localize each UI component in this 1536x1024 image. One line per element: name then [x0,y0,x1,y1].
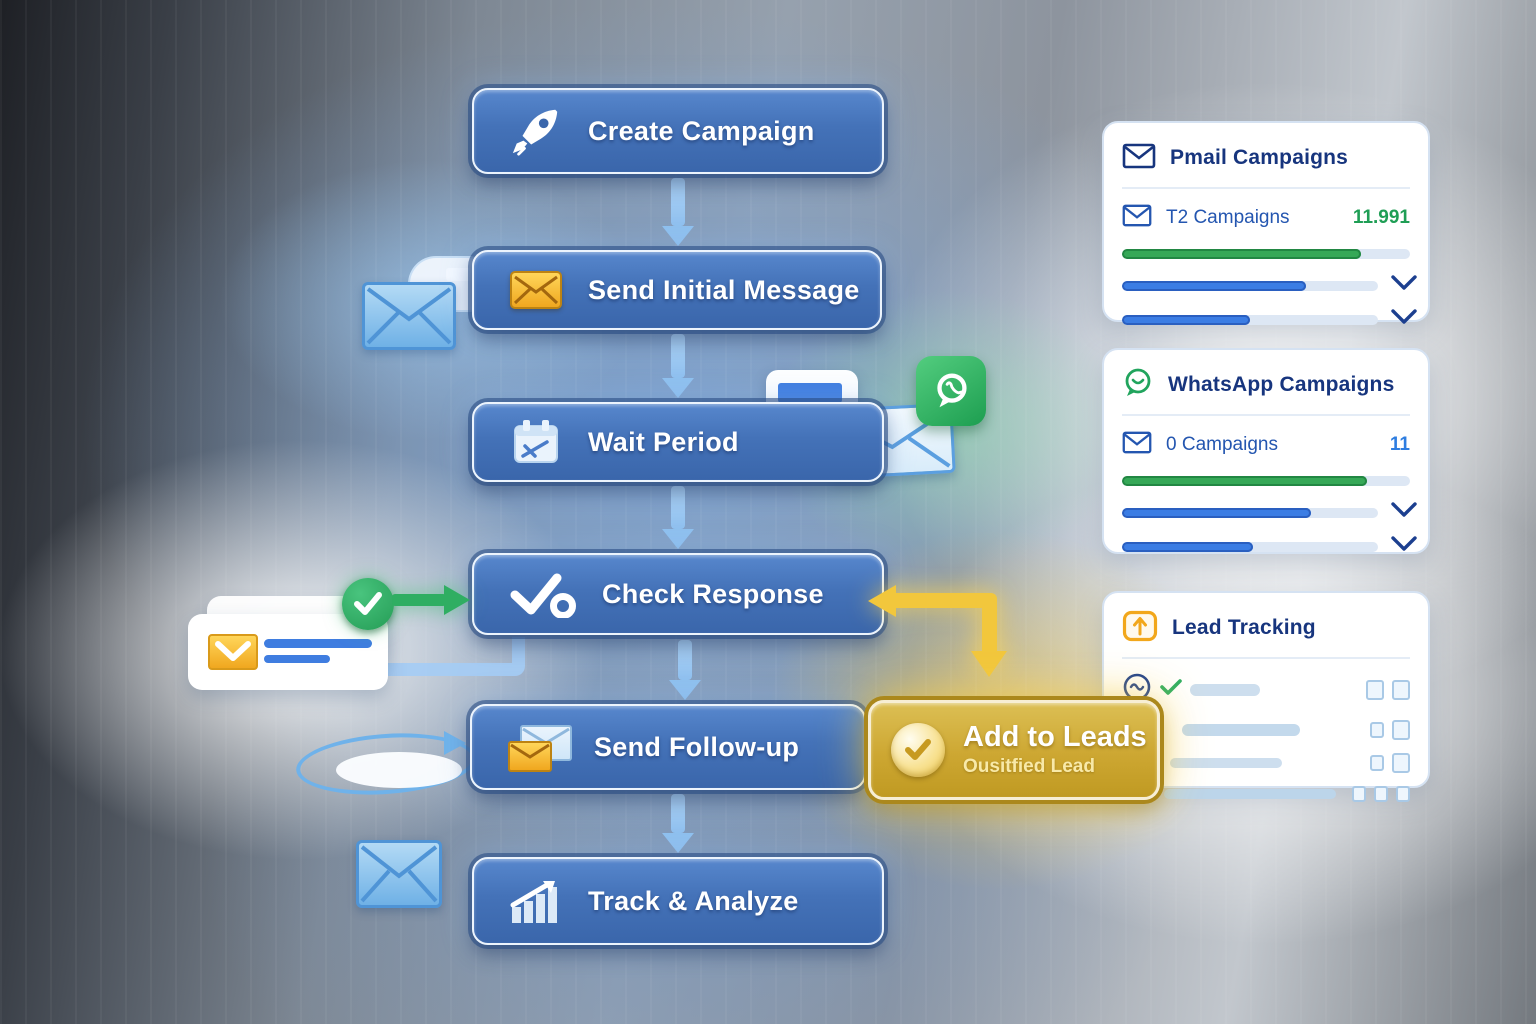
flow-connector-arrow [662,178,694,246]
checkbox-icon[interactable] [1366,679,1384,700]
flow-connector-arrow [662,486,694,549]
divider [1122,187,1410,189]
progress-row [1122,535,1417,558]
checkbox-icon[interactable] [1374,786,1388,802]
progress-bar [1122,314,1378,325]
envelope-outline-icon [1122,431,1152,459]
panel-title: Lead Tracking [1172,616,1316,639]
panel-title: Pmail Campaigns [1170,146,1349,169]
stat-value: 11.991 [1352,207,1410,228]
response-branch-connector [386,637,525,676]
flow-node-label: Send Follow-up [594,731,800,762]
rocket-icon [508,104,564,158]
chevron-down-icon[interactable] [1390,501,1418,524]
text-line [264,639,372,648]
envelope-icon [356,840,442,908]
progress-row [1122,308,1417,331]
skeleton-line [1164,789,1336,799]
stat-label: 0 Campaigns [1166,434,1278,455]
green-check-icon [1160,678,1182,701]
campaign-stat-row: 0 Campaigns 11 [1122,428,1410,462]
flow-node-label: Check Response [602,578,824,609]
skeleton-line [1190,683,1260,696]
divider [1122,414,1410,416]
checkbox-icon[interactable] [1392,753,1410,773]
checkbox-icon[interactable] [1392,679,1410,700]
lead-row [1122,786,1410,802]
response-received-arrow [392,585,476,615]
envelope-icon [362,282,456,350]
gold-check-badge-icon [891,723,945,777]
chevron-down-icon[interactable] [1390,308,1418,331]
yellow-envelope-icon [508,271,564,309]
flow-connector-arrow [662,794,694,853]
envelope-outline-icon [1122,143,1156,174]
flow-node-label: Wait Period [588,426,739,457]
loop-arrowhead [444,731,466,755]
followup-envelope-icon [506,725,572,772]
flow-connector-arrow [662,334,694,398]
whatsapp-campaigns-panel[interactable]: WhatsApp Campaigns 0 Campaigns 11 [1102,348,1430,554]
progress-row [1122,501,1417,524]
campaign-stat-row: T2 Campaigns 11.991 [1122,201,1410,235]
flow-node-label: Send Initial Message [588,274,860,305]
skeleton-line [1182,724,1300,736]
skeleton-line [1170,758,1282,768]
progress-bar [1122,476,1410,486]
divider [1122,657,1410,659]
progress-bar [1122,507,1378,518]
lead-row [1122,720,1410,740]
flow-node-add-to-leads[interactable]: Add to Leads Ousitfied Lead [868,700,1160,800]
bar-chart-icon [508,877,564,925]
flow-node-track-analyze[interactable]: Track & Analyze [472,857,884,945]
flow-node-label: Create Campaign [588,115,815,146]
flow-node-create-campaign[interactable]: Create Campaign [472,88,884,174]
checkbox-icon[interactable] [1392,720,1410,740]
panel-title: WhatsApp Campaigns [1168,373,1395,396]
flow-node-check-response[interactable]: Check Response [472,553,884,635]
lead-row [1122,753,1410,773]
flow-connector-arrow [669,640,701,700]
stat-label: T2 Campaigns [1166,207,1290,228]
status-circle-icon [1122,672,1152,707]
progress-bar [1122,280,1378,291]
envelope-outline-icon [1122,204,1152,232]
lead-box-up-arrow-icon [1122,610,1158,647]
progress-row [1122,274,1417,297]
yellow-envelope-icon [208,634,258,670]
text-line [264,655,330,663]
whatsapp-icon [916,356,986,426]
text-line [778,383,842,403]
branch-subtitle: Ousitfied Lead [963,755,1095,777]
progress-bar [1122,541,1378,552]
checkbox-icon[interactable] [1352,786,1366,802]
checkbox-icon[interactable] [1370,755,1384,771]
lead-row [1122,672,1410,707]
loop-highlight [336,752,462,788]
flow-node-wait-period[interactable]: Wait Period [472,402,884,482]
whatsapp-bubble-icon [1122,367,1154,404]
checkbox-icon[interactable] [1396,786,1410,802]
qualified-branch-arrow [868,584,1028,700]
flow-node-label: Track & Analyze [588,885,799,916]
flow-node-send-followup[interactable]: Send Follow-up [470,704,866,790]
calendar-icon [508,418,564,466]
progress-bar [1122,249,1410,259]
chevron-down-icon[interactable] [1390,274,1418,297]
chevron-down-icon[interactable] [1390,535,1418,558]
check-circle-icon [508,570,578,618]
checkbox-icon[interactable] [1370,722,1384,738]
green-check-icon [342,578,394,630]
stat-value: 11 [1389,434,1410,455]
branch-title: Add to Leads [963,721,1147,754]
flow-node-send-initial-message[interactable]: Send Initial Message [472,250,882,330]
email-campaigns-panel[interactable]: Pmail Campaigns T2 Campaigns 11.991 [1102,121,1430,325]
